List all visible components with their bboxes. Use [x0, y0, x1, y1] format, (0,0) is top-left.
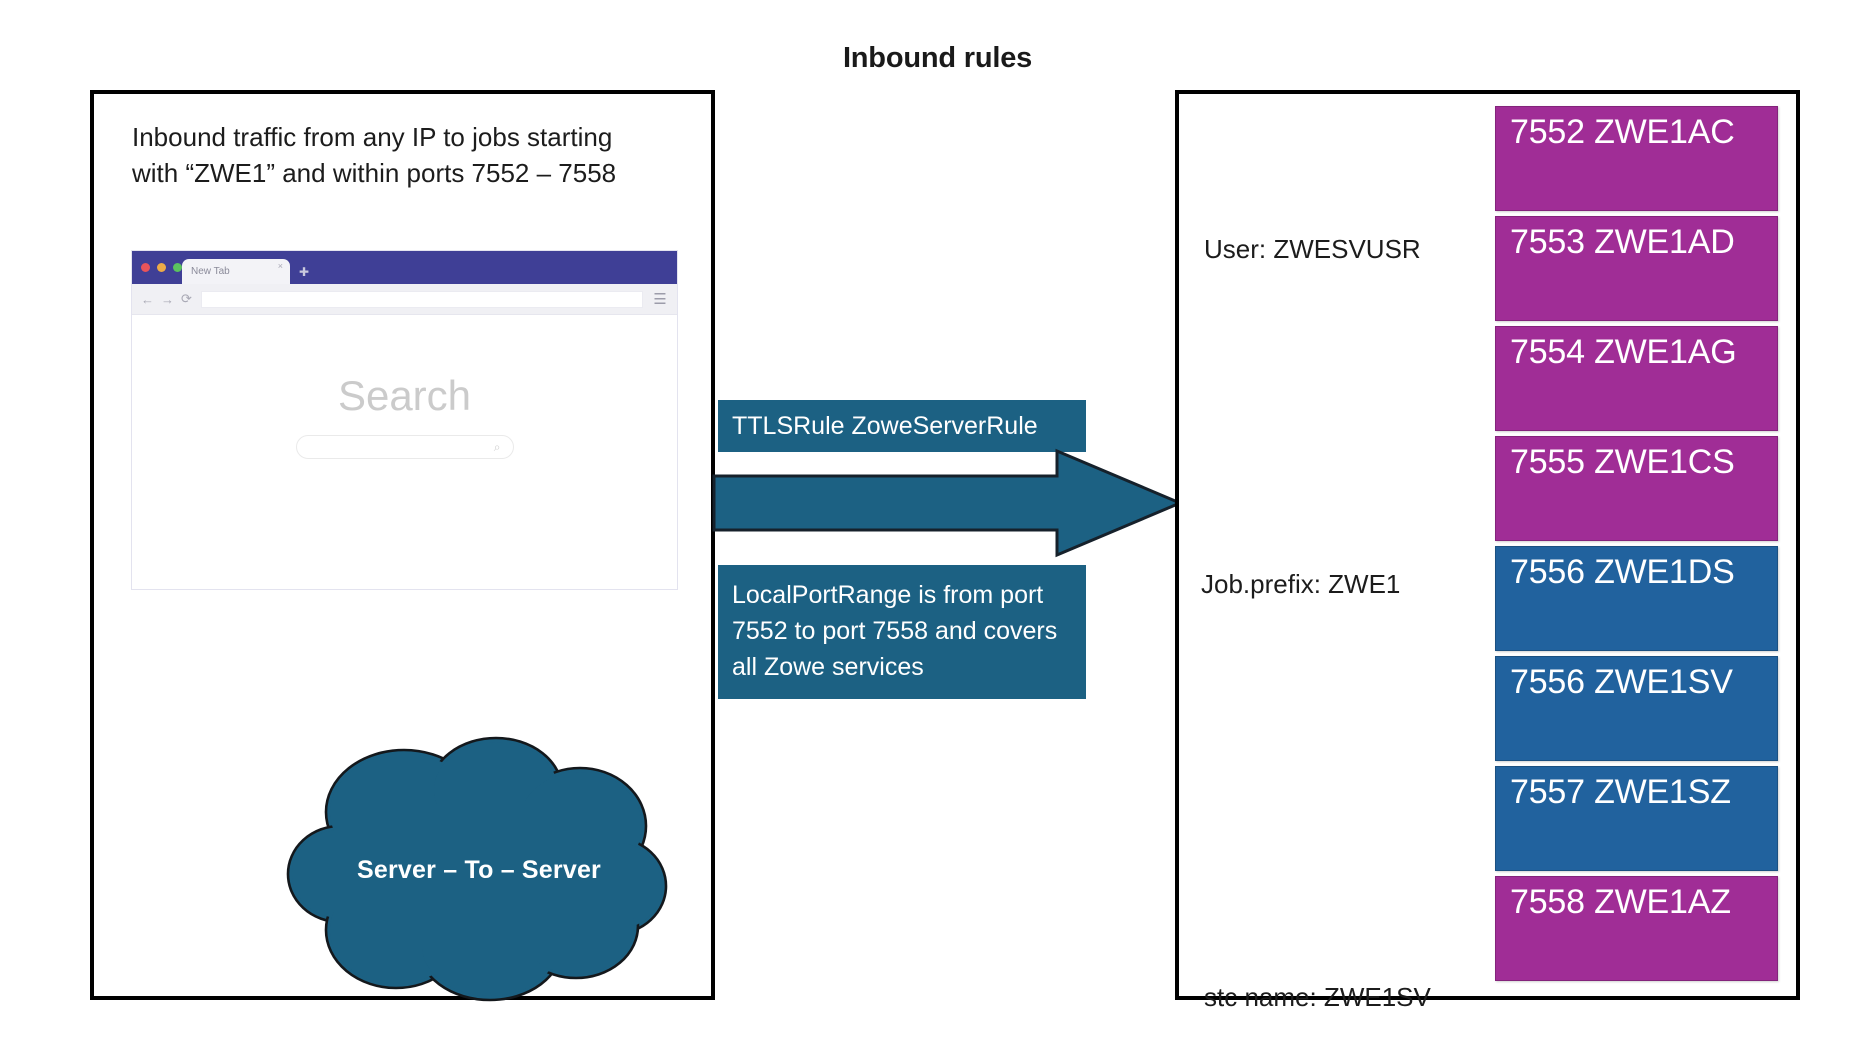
port-box: 7557 ZWE1SZ [1495, 766, 1778, 871]
right-panel: User: ZWESVUSR Job.prefix: ZWE1 stc name… [1175, 90, 1800, 1012]
minimize-window-icon[interactable] [157, 263, 166, 272]
port-box: 7556 ZWE1DS [1495, 546, 1778, 651]
left-panel: Inbound traffic from any IP to jobs star… [90, 90, 715, 1002]
browser-content-area: Search ⌕ [132, 315, 677, 589]
forward-arrow-icon[interactable]: → [161, 291, 174, 307]
browser-nav-icons: ← → ⟳ [141, 291, 192, 307]
search-input[interactable]: ⌕ [295, 435, 514, 459]
back-arrow-icon[interactable]: ← [141, 291, 154, 307]
port-box-label: 7555 ZWE1CS [1510, 443, 1735, 481]
port-box: 7558 ZWE1AZ [1495, 876, 1778, 981]
port-box-label: 7552 ZWE1AC [1510, 113, 1735, 151]
browser-titlebar: New Tab × ✚ [132, 251, 677, 284]
port-box-label: 7554 ZWE1AG [1510, 333, 1737, 371]
port-box-label: 7557 ZWE1SZ [1510, 773, 1731, 811]
browser-window-mockup: New Tab × ✚ ← → ⟳ ☰ Search ⌕ [131, 250, 678, 590]
cloud-label: Server – To – Server [357, 856, 601, 884]
browser-tab-label: New Tab [191, 266, 230, 277]
port-list: 7552 ZWE1AC 7553 ZWE1AD 7554 ZWE1AG 7555 ZW… [1495, 106, 1778, 986]
page-title: Inbound rules [842, 42, 1033, 74]
hamburger-menu-icon[interactable]: ☰ [653, 291, 667, 308]
local-port-range-callout: LocalPortRange is from port 7552 to port… [718, 565, 1086, 699]
port-box-label: 7553 ZWE1AD [1510, 223, 1735, 261]
browser-toolbar: ← → ⟳ ☰ [132, 284, 677, 315]
job-prefix-label: Job.prefix: ZWE1 [1201, 569, 1401, 599]
inbound-traffic-caption: Inbound traffic from any IP to jobs star… [132, 122, 617, 188]
port-box: 7552 ZWE1AC [1495, 106, 1778, 211]
reload-icon[interactable]: ⟳ [181, 291, 192, 306]
server-to-server-cloud-icon [286, 736, 668, 1002]
port-box-label: 7556 ZWE1SV [1510, 663, 1733, 701]
port-box: 7556 ZWE1SV [1495, 656, 1778, 761]
search-icon: ⌕ [493, 440, 501, 454]
port-box-label: 7556 ZWE1DS [1510, 553, 1735, 591]
port-box: 7553 ZWE1AD [1495, 216, 1778, 321]
stc-name-label: stc name: ZWE1SV [1204, 982, 1431, 1012]
browser-tab[interactable]: New Tab × [182, 259, 290, 284]
user-label: User: ZWESVUSR [1204, 234, 1421, 264]
address-bar-input[interactable] [200, 290, 643, 308]
ttls-rule-callout: TTLSRule ZoweServerRule [718, 400, 1086, 452]
maximize-window-icon[interactable] [173, 263, 182, 272]
tab-close-icon[interactable]: × [277, 261, 283, 271]
inbound-flow-arrow-icon [712, 448, 1182, 558]
port-box-label: 7558 ZWE1AZ [1510, 883, 1731, 921]
port-box: 7555 ZWE1CS [1495, 436, 1778, 541]
close-window-icon[interactable] [141, 263, 150, 272]
new-tab-icon[interactable]: ✚ [299, 265, 310, 279]
window-traffic-lights [141, 263, 182, 272]
port-box: 7554 ZWE1AG [1495, 326, 1778, 431]
search-heading: Search [337, 372, 472, 419]
